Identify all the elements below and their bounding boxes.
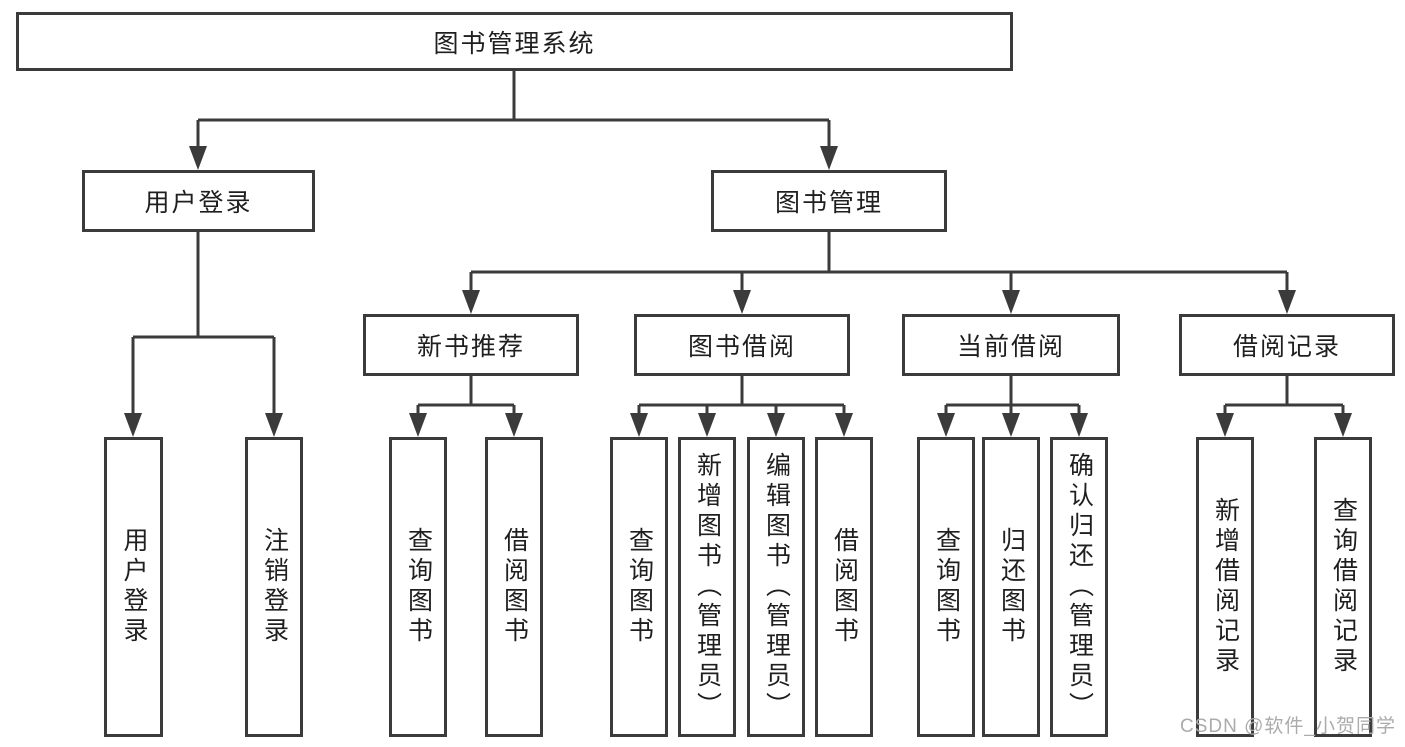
leaf-label: 归还图书	[997, 527, 1026, 647]
leaf-query-books-borrow: 查询图书	[610, 437, 668, 737]
leaf-label: 借阅图书	[500, 527, 529, 647]
leaf-borrow-books-recommend: 借阅图书	[485, 437, 543, 737]
leaf-confirm-return-admin: 确认归还（管理员）	[1050, 437, 1108, 737]
leaf-query-books-current: 查询图书	[917, 437, 975, 737]
leaf-logout: 注销登录	[245, 437, 303, 737]
leaf-label: 查询图书	[625, 527, 654, 647]
leaf-label: 查询图书	[932, 527, 961, 647]
leaf-label: 借阅图书	[830, 527, 859, 647]
node-borrow-records: 借阅记录	[1179, 314, 1395, 376]
leaf-label: 用户登录	[120, 527, 148, 647]
node-current-borrow: 当前借阅	[902, 314, 1120, 376]
leaf-query-books-recommend: 查询图书	[389, 437, 447, 737]
node-library-system: 图书管理系统	[16, 12, 1013, 71]
leaf-edit-books-admin: 编辑图书（管理员）	[747, 437, 805, 737]
leaf-return-books: 归还图书	[982, 437, 1040, 737]
leaf-add-borrow-record: 新增借阅记录	[1196, 437, 1254, 737]
leaf-query-borrow-record: 查询借阅记录	[1314, 437, 1372, 737]
node-new-book-recommend: 新书推荐	[363, 314, 579, 376]
leaf-label: 新增图书（管理员）	[693, 452, 722, 722]
leaf-label: 确认归还（管理员）	[1065, 452, 1094, 722]
leaf-label: 查询借阅记录	[1329, 497, 1358, 677]
leaf-add-books-admin: 新增图书（管理员）	[678, 437, 736, 737]
leaf-label: 编辑图书（管理员）	[762, 452, 791, 722]
leaf-user-login: 用户登录	[104, 437, 163, 737]
node-book-borrow: 图书借阅	[634, 314, 850, 376]
leaf-label: 注销登录	[260, 527, 289, 647]
leaf-borrow-books: 借阅图书	[815, 437, 873, 737]
node-book-management: 图书管理	[711, 170, 947, 232]
leaf-label: 新增借阅记录	[1211, 497, 1240, 677]
node-user-login: 用户登录	[82, 170, 315, 232]
leaf-label: 查询图书	[404, 527, 433, 647]
csdn-watermark: CSDN @软件_小贺同学	[1180, 716, 1396, 737]
